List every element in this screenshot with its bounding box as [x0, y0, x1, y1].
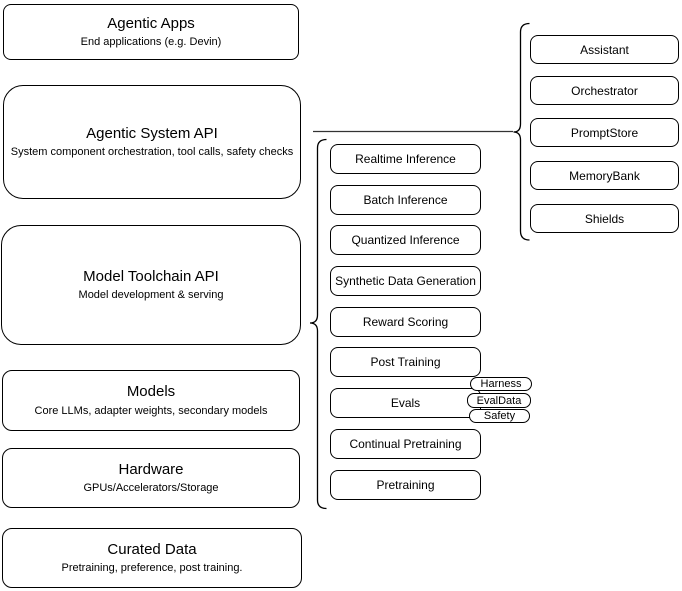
- node-promptstore: PromptStore: [530, 118, 679, 147]
- node-post-training: Post Training: [330, 347, 481, 377]
- node-memorybank: MemoryBank: [530, 161, 679, 190]
- node-assistant: Assistant: [530, 35, 679, 64]
- brace-system-components-group: [513, 22, 530, 241]
- node-subtitle: System component orchestration, tool cal…: [10, 146, 294, 159]
- tag-evaldata: EvalData: [467, 393, 531, 408]
- node-subtitle: End applications (e.g. Devin): [80, 36, 222, 49]
- node-evals: Evals: [330, 388, 481, 418]
- node-title: Hardware: [118, 460, 184, 478]
- node-orchestrator: Orchestrator: [530, 76, 679, 105]
- node-hardware: Hardware GPUs/Accelerators/Storage: [2, 448, 300, 508]
- node-title: Agentic Apps: [107, 14, 195, 32]
- node-subtitle: GPUs/Accelerators/Storage: [83, 482, 219, 495]
- node-agentic-system-api: Agentic System API System component orch…: [3, 85, 301, 199]
- tag-safety: Safety: [469, 409, 530, 423]
- node-models: Models Core LLMs, adapter weights, secon…: [2, 370, 300, 431]
- node-title: Curated Data: [107, 540, 197, 558]
- node-agentic-apps: Agentic Apps End applications (e.g. Devi…: [3, 4, 299, 60]
- node-subtitle: Pretraining, preference, post training.: [61, 562, 243, 575]
- node-batch-inference: Batch Inference: [330, 185, 481, 215]
- node-curated-data: Curated Data Pretraining, preference, po…: [2, 528, 302, 588]
- node-subtitle: Core LLMs, adapter weights, secondary mo…: [34, 404, 268, 417]
- node-pretraining: Pretraining: [330, 470, 481, 500]
- node-realtime-inference: Realtime Inference: [330, 144, 481, 174]
- node-continual-pretraining: Continual Pretraining: [330, 429, 481, 459]
- tag-harness: Harness: [470, 377, 532, 391]
- node-subtitle: Model development & serving: [78, 289, 224, 302]
- brace-toolchain-group: [309, 138, 327, 510]
- node-title: Models: [126, 383, 176, 401]
- node-quantized-inference: Quantized Inference: [330, 225, 481, 255]
- node-shields: Shields: [530, 204, 679, 233]
- node-title: Model Toolchain API: [83, 267, 219, 285]
- node-title: Agentic System API: [86, 124, 218, 142]
- node-reward-scoring: Reward Scoring: [330, 307, 481, 337]
- node-model-toolchain-api: Model Toolchain API Model development & …: [1, 225, 301, 345]
- node-synthetic-data-generation: Synthetic Data Generation: [330, 266, 481, 296]
